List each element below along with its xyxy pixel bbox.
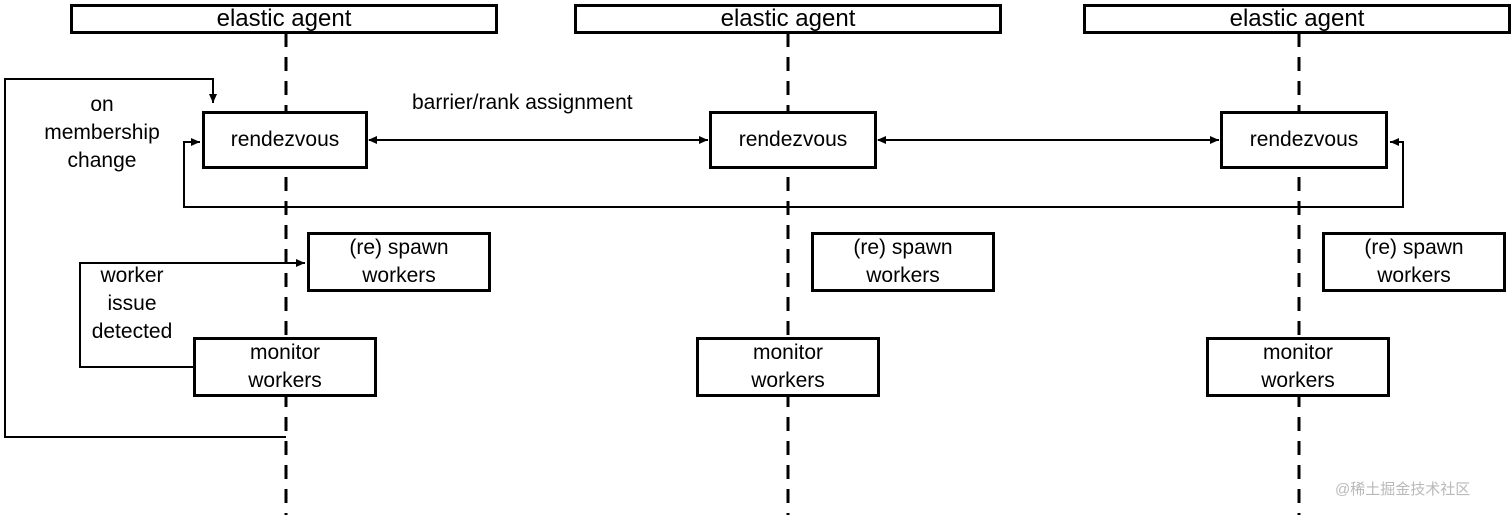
- agent-2-title-box: elastic agent: [574, 4, 1002, 34]
- agent-1-title-box: elastic agent: [70, 4, 498, 34]
- agent-2-rendezvous-box: rendezvous: [709, 111, 877, 169]
- agent-1-monitor-box: monitor workers: [193, 337, 377, 397]
- rendezvous-loop-right: [1300, 138, 1404, 208]
- membership-change-label: on membership change: [44, 93, 160, 172]
- agent-3-title-box: elastic agent: [1083, 4, 1511, 34]
- agent-3-rendezvous-box: rendezvous: [1220, 111, 1388, 169]
- worker-issue-loop: [79, 259, 305, 368]
- barrier-rank-label: barrier/rank assignment: [412, 91, 633, 114]
- membership-change-loop: [4, 78, 286, 438]
- agent-3-monitor-box: monitor workers: [1206, 337, 1390, 397]
- rendezvous-loop-left: [183, 138, 1300, 208]
- agent-1-spawn-box: (re) spawn workers: [307, 232, 491, 292]
- agent-3-spawn-box: (re) spawn workers: [1322, 232, 1506, 292]
- agent-2-spawn-box: (re) spawn workers: [811, 232, 995, 292]
- agent-2-monitor-box: monitor workers: [696, 337, 880, 397]
- worker-issue-label: worker issue detected: [91, 264, 173, 343]
- watermark: @稀土掘金技术社区: [1335, 481, 1471, 498]
- agent-1-rendezvous-box: rendezvous: [202, 111, 368, 169]
